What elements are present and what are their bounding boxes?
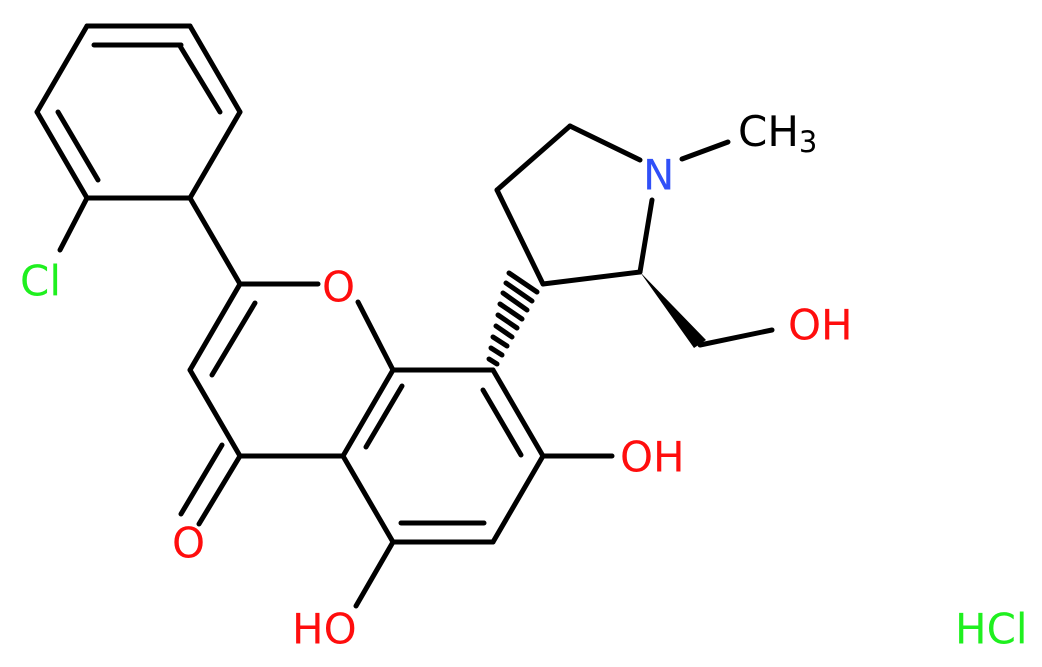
c5-oh-bond (353, 539, 396, 609)
ketone-bond (178, 442, 243, 527)
pyranone-ring (187, 281, 396, 459)
solid-wedge-bond (640, 272, 706, 348)
methyl-label: CH3 (738, 107, 817, 160)
hydroxyl-5-label: HO (292, 605, 357, 654)
pyrrolidine-ring (494, 123, 655, 287)
aryl-chromone-bond (187, 195, 243, 287)
nitrogen-label: N (643, 151, 674, 200)
chlorine-label: Cl (20, 257, 61, 306)
ketone-oxygen-label: O (172, 519, 205, 568)
methyl-subscript: 3 (799, 125, 817, 159)
hashed-wedge-bond (486, 270, 540, 367)
methyl-main-text: CH (738, 107, 799, 156)
ring-oxygen-label: O (322, 263, 355, 312)
hcl-salt-label: HCl (955, 605, 1028, 654)
ch2-oh-bond (697, 327, 775, 348)
benzo-ring (340, 367, 546, 545)
hydroxyl-7-label: OH (620, 433, 685, 482)
hydroxymethyl-oh-label: OH (788, 301, 853, 350)
c-cl-bond (57, 195, 90, 253)
n-methyl-bond (679, 139, 731, 162)
chlorophenyl-ring (34, 23, 243, 201)
